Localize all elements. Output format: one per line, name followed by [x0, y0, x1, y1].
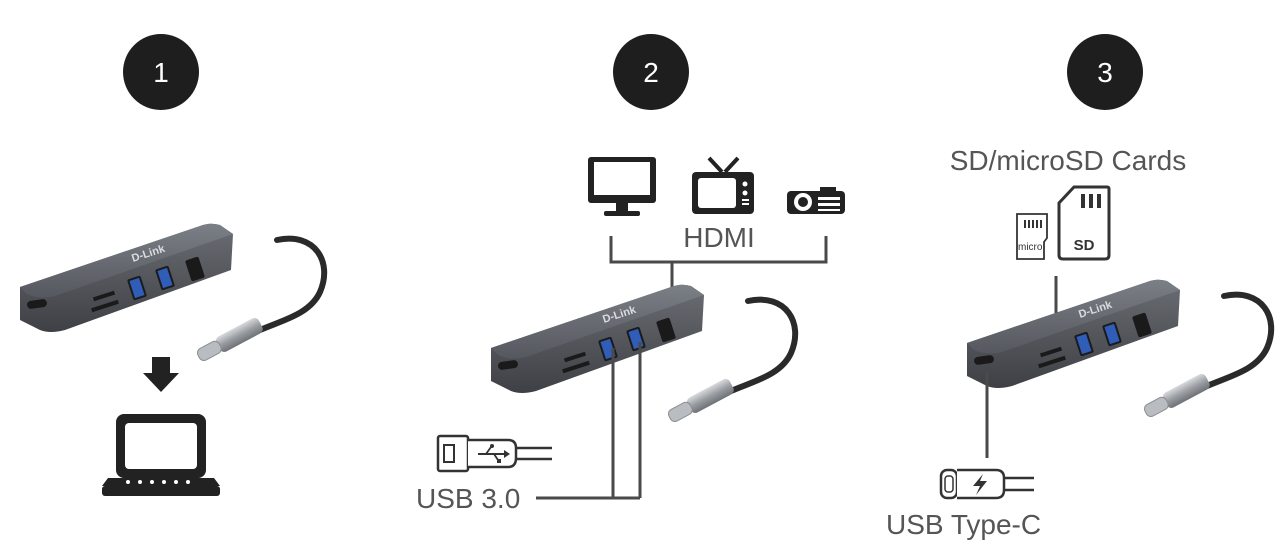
usbc-label: USB Type-C	[886, 509, 1041, 540]
step-3-badge	[1067, 34, 1143, 110]
hdmi-label: HDMI	[683, 222, 755, 253]
projector-icon	[787, 187, 845, 214]
microsd-card-label: micro	[1018, 242, 1043, 253]
step-2-badge	[613, 34, 689, 110]
usb3-connector-lines	[536, 342, 642, 500]
hub-1: D-Link	[20, 224, 324, 364]
laptop-icon	[102, 414, 220, 496]
tv-icon	[692, 156, 754, 214]
hub-3: D-Link	[967, 280, 1271, 420]
step-2-number: 2	[643, 57, 659, 88]
sd-card-label: SD	[1074, 237, 1095, 254]
usb-c-plug-icon	[939, 468, 1034, 500]
hub-2: D-Link	[491, 285, 795, 425]
step-1: 1 D-Link	[20, 34, 324, 496]
arrow-down-icon	[143, 357, 179, 392]
step-1-badge	[123, 34, 199, 110]
microsd-card-icon: micro	[1016, 213, 1048, 260]
step-1-number: 1	[153, 57, 169, 88]
usb-a-plug-icon	[436, 434, 552, 473]
step-3: 3 SD/microSD Cards micro SD D-Link	[886, 34, 1271, 540]
monitor-icon	[588, 157, 656, 216]
sd-card-icon: SD	[1057, 185, 1111, 261]
step-3-number: 3	[1097, 57, 1113, 88]
step-2: 2 HDMI	[416, 34, 845, 514]
cards-label: SD/microSD Cards	[950, 145, 1186, 176]
usb3-label: USB 3.0	[416, 483, 520, 514]
